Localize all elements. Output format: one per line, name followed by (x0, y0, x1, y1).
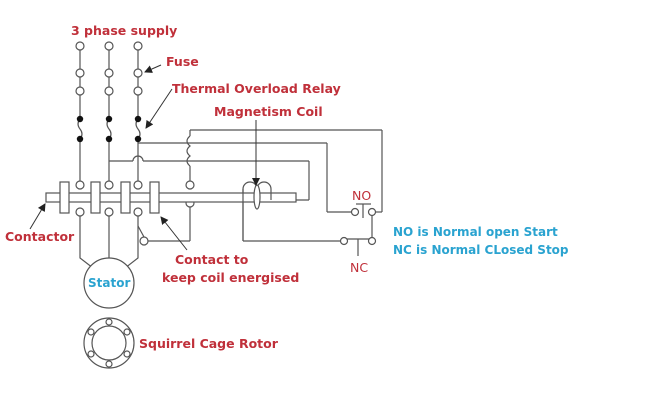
rotor-label: Squirrel Cage Rotor (139, 336, 279, 351)
thermal-overload-elements (74, 115, 144, 143)
coil-label: Magnetism Coil (214, 104, 323, 119)
legend-no: NO is Normal open Start (393, 225, 558, 239)
no-start-button (350, 203, 377, 218)
hold-contact-label-line1: Contact to (175, 252, 249, 267)
hold-contact-label-line2: keep coil energised (162, 270, 299, 285)
magnetism-coil (242, 181, 272, 241)
fuse-terminals (75, 68, 143, 96)
fuse-label: Fuse (166, 54, 199, 69)
supply-terminals (75, 41, 143, 51)
no-label: NO (352, 188, 371, 203)
contactor-contacts (59, 180, 160, 217)
stator-label: Stator (88, 276, 130, 290)
supply-lines (79, 46, 139, 185)
control-wiring (109, 129, 383, 246)
legend-nc: NC is Normal CLosed Stop (393, 243, 569, 257)
overload-label: Thermal Overload Relay (172, 81, 341, 96)
nc-stop-button (339, 236, 377, 256)
squirrel-cage-rotor (83, 317, 135, 369)
stator (83, 257, 135, 309)
stator-leads (79, 216, 139, 269)
nc-label: NC (350, 260, 368, 275)
contactor-label: Contactor (5, 229, 75, 244)
contactor-bar (45, 192, 297, 203)
pointer-arrows (29, 64, 260, 251)
supply-label: 3 phase supply (71, 23, 177, 38)
